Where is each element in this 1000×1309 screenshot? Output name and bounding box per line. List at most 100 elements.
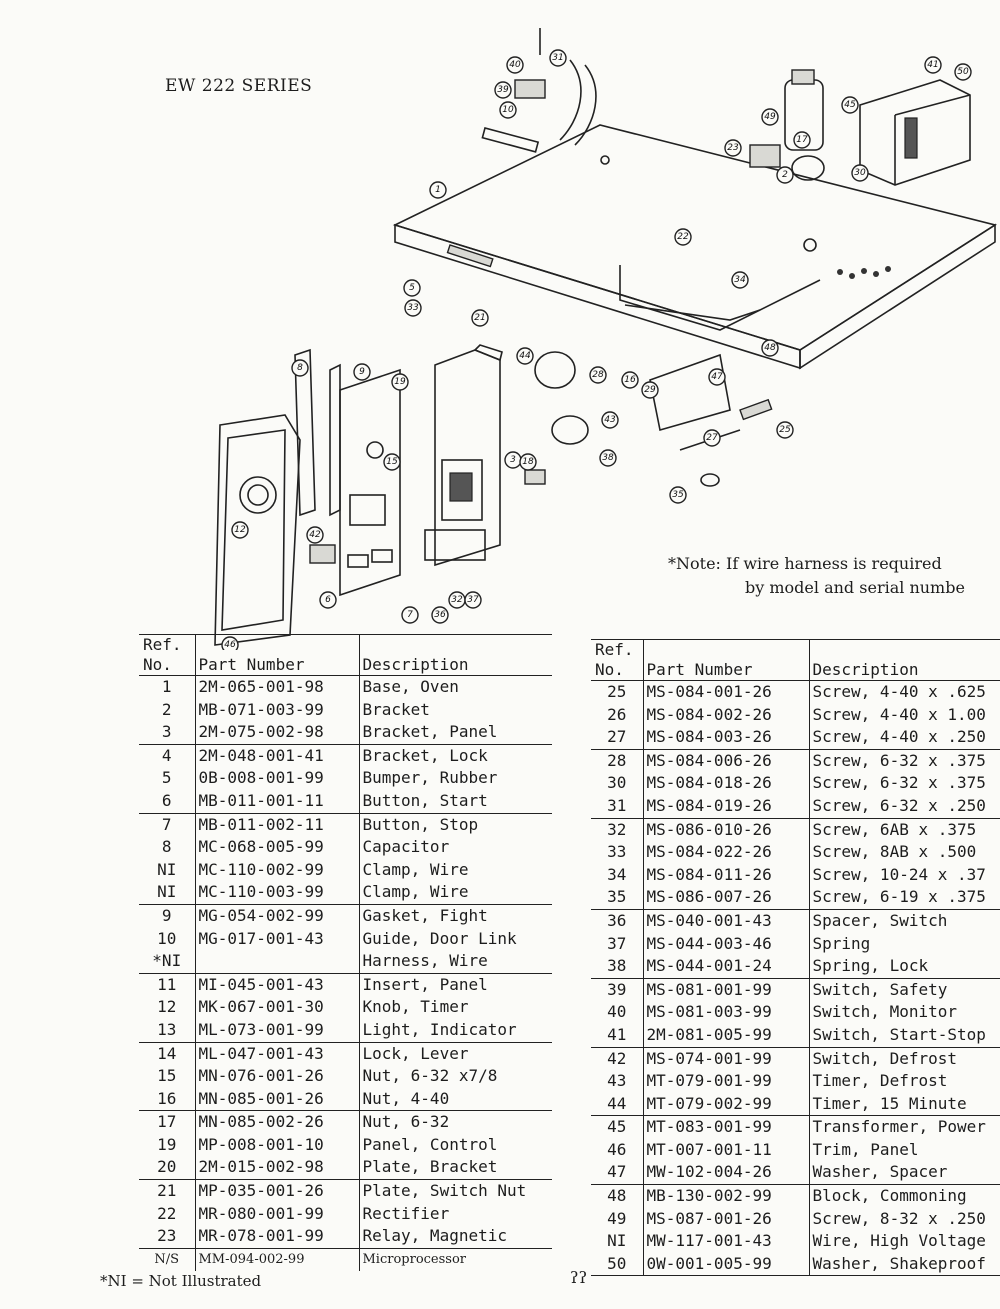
callout-40: 40: [506, 56, 524, 74]
description-cell: Base, Oven: [358, 675, 552, 699]
table-header: Ref.No. Part Number Description: [591, 639, 1000, 681]
defrost-switch: [309, 544, 336, 564]
description-cell: Harness, Wire: [358, 950, 552, 974]
part-number-cell: 2M-065-001-98: [194, 675, 359, 699]
callout-15: 15: [383, 453, 401, 471]
description-cell: Spacer, Switch: [808, 909, 1000, 933]
oven-base: [392, 124, 997, 370]
callout-3: 3: [504, 451, 522, 469]
svg-text:47: 47: [711, 372, 723, 382]
description-cell: Spring: [808, 932, 1000, 956]
part-number-cell: MG-017-001-43: [194, 927, 359, 951]
svg-text:9: 9: [359, 367, 365, 377]
ref-no-cell: 46: [607, 1139, 627, 1159]
part-number-cell: MS-086-007-26: [642, 886, 809, 910]
svg-text:44: 44: [519, 351, 531, 361]
svg-text:39: 39: [497, 85, 509, 95]
part-number-cell: MG-054-002-99: [194, 904, 359, 928]
header-ref-no: Ref.No.: [139, 634, 195, 676]
part-number-cell: MT-007-001-11: [642, 1138, 809, 1162]
control-housing: [424, 344, 503, 567]
ref-no-cell: *NI: [139, 950, 195, 974]
ref-no-cell: NI: [607, 1231, 627, 1251]
part-number-cell: MP-008-001-10: [194, 1133, 359, 1157]
part-number-cell: MT-083-001-99: [642, 1115, 809, 1139]
description-cell: Microprocessor: [358, 1248, 552, 1272]
callout-48: 48: [761, 339, 779, 357]
ref-no-cell: 43: [607, 1071, 627, 1091]
part-number-cell: MS-084-003-26: [642, 726, 809, 750]
trim-panel: [214, 414, 301, 646]
ref-no-cell: NI: [139, 881, 195, 905]
callout-circles: 1 2 3 5 6 7 8 9 10 12 15 16 17 18 19 21 …: [221, 49, 972, 650]
ref-no-cell: 50: [591, 1252, 643, 1277]
svg-text:17: 17: [796, 135, 808, 145]
callout-10: 10: [499, 101, 517, 119]
part-number-cell: 2M-015-002-98: [194, 1156, 359, 1181]
part-number-cell: MS-074-001-99: [642, 1047, 809, 1071]
part-number-cell: 2M-048-001-41: [194, 744, 359, 768]
svg-text:29: 29: [644, 385, 656, 395]
table-header: Ref.No. Part Number Description: [139, 634, 552, 676]
callout-23: 23: [724, 139, 742, 157]
wire-harness-note: *Note: If wire harness is required by mo…: [668, 552, 965, 600]
part-number-cell: MS-081-003-99: [642, 1001, 809, 1024]
callout-27: 27: [703, 429, 721, 447]
ref-no-cell: NI: [157, 859, 177, 879]
exploded-diagram-svg: 1 2 3 5 6 7 8 9 10 12 15 16 17 18 19 21 …: [214, 28, 997, 650]
description-cell: Insert, Panel: [358, 973, 552, 997]
ref-no-cell: 25: [607, 682, 627, 701]
ref-no-cell: 37: [607, 933, 627, 953]
svg-text:15: 15: [386, 457, 398, 467]
svg-text:16: 16: [624, 375, 636, 385]
description-cell: Screw, 10-24 x .37: [808, 863, 1000, 887]
description-cell: Plate, Bracket: [358, 1156, 552, 1181]
ref-no-cell: 14: [157, 1043, 177, 1063]
svg-text:23: 23: [727, 143, 739, 153]
description-cell: Screw, 4-40 x .625: [808, 680, 1000, 704]
ref-no-cell: 34: [607, 864, 627, 884]
part-number-cell: MN-076-001-26: [194, 1065, 359, 1088]
ref-no-cell: 19: [157, 1134, 177, 1154]
svg-text:21: 21: [474, 313, 485, 323]
ref-no-cell: 8: [161, 837, 172, 857]
description-cell: Bumper, Rubber: [358, 767, 552, 790]
ref-no-cell: 3: [139, 721, 195, 745]
part-number-cell: MB-011-002-11: [194, 813, 359, 837]
not-illustrated-footnote: *NI = Not Illustrated: [100, 1272, 262, 1290]
callout-38: 38: [599, 449, 617, 467]
part-number-cell: MS-084-022-26: [642, 841, 809, 864]
callout-37: 37: [464, 591, 482, 609]
description-cell: Washer, Spacer: [808, 1161, 1000, 1186]
description-cell: Transformer, Power: [808, 1115, 1000, 1139]
ref-no-cell: 23: [139, 1225, 195, 1249]
ref-no-cell: 4: [161, 745, 172, 765]
callout-9: 9: [353, 363, 371, 381]
callout-6: 6: [319, 591, 337, 609]
ref-no-cell: 40: [607, 1002, 627, 1022]
svg-text:30: 30: [854, 168, 866, 178]
callout-43: 43: [601, 411, 619, 429]
svg-text:31: 31: [552, 53, 563, 63]
description-cell: Rectifier: [358, 1202, 552, 1226]
description-cell: Screw, 4-40 x .250: [808, 726, 1000, 750]
description-cell: Trim, Panel: [808, 1138, 1000, 1162]
part-number-cell: MS-084-019-26: [642, 794, 809, 819]
ref-no-cell: 22: [157, 1203, 177, 1223]
